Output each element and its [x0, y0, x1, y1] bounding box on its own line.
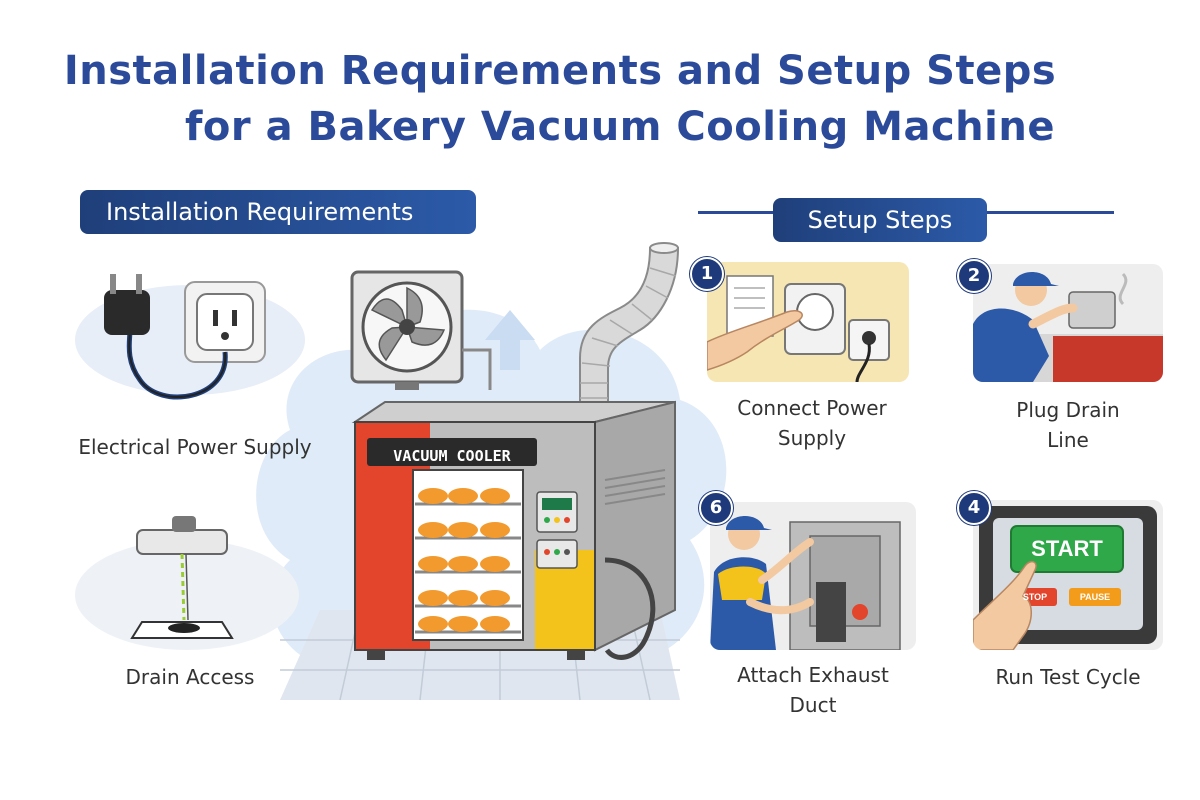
page-title-line-2: for a Bakery Vacuum Cooling Machine: [185, 104, 1055, 150]
vacuum-cooler-machine: [351, 400, 676, 660]
step-2-label: Plug Drain Line: [1016, 398, 1120, 452]
electrical-power-supply-label: Electrical Power Supply: [78, 435, 312, 459]
page-title-line-1: Installation Requirements and Setup Step…: [63, 48, 1057, 94]
start-button[interactable]: START: [1031, 536, 1103, 561]
step-4-card: START STOP PAUSE: [973, 500, 1163, 650]
step-4-badge: 4: [957, 491, 991, 525]
step-6-badge: 6: [699, 491, 733, 525]
power-plug-icon: [75, 274, 305, 400]
pause-button[interactable]: PAUSE: [1079, 592, 1111, 602]
worker-duct-icon: [710, 516, 901, 650]
worker-drain-icon: [973, 272, 1163, 382]
step-2-card: [973, 264, 1163, 382]
step-6-card: [710, 502, 916, 650]
requirements-heading: Installation Requirements: [80, 190, 476, 234]
vacuum-cooler-label: VACUUM COOLER: [393, 447, 511, 465]
step-1-card: [707, 262, 909, 382]
hand-switch-icon: [707, 275, 890, 382]
setup-heading: Setup Steps: [773, 198, 987, 242]
floor-drain-icon: [75, 516, 299, 650]
step-2-badge: 2: [957, 259, 991, 293]
step-4-label: Run Test Cycle: [995, 665, 1141, 689]
step-1-badge: 1: [690, 257, 724, 291]
exhaust-fan-icon: [350, 270, 492, 390]
drain-access-label: Drain Access: [125, 665, 255, 689]
stop-button[interactable]: STOP: [1022, 592, 1048, 602]
step-1-label: Connect Power Supply: [737, 396, 887, 450]
control-panel-icon: [973, 506, 1157, 650]
step-6-label: Attach Exhaust Duct: [737, 663, 889, 717]
